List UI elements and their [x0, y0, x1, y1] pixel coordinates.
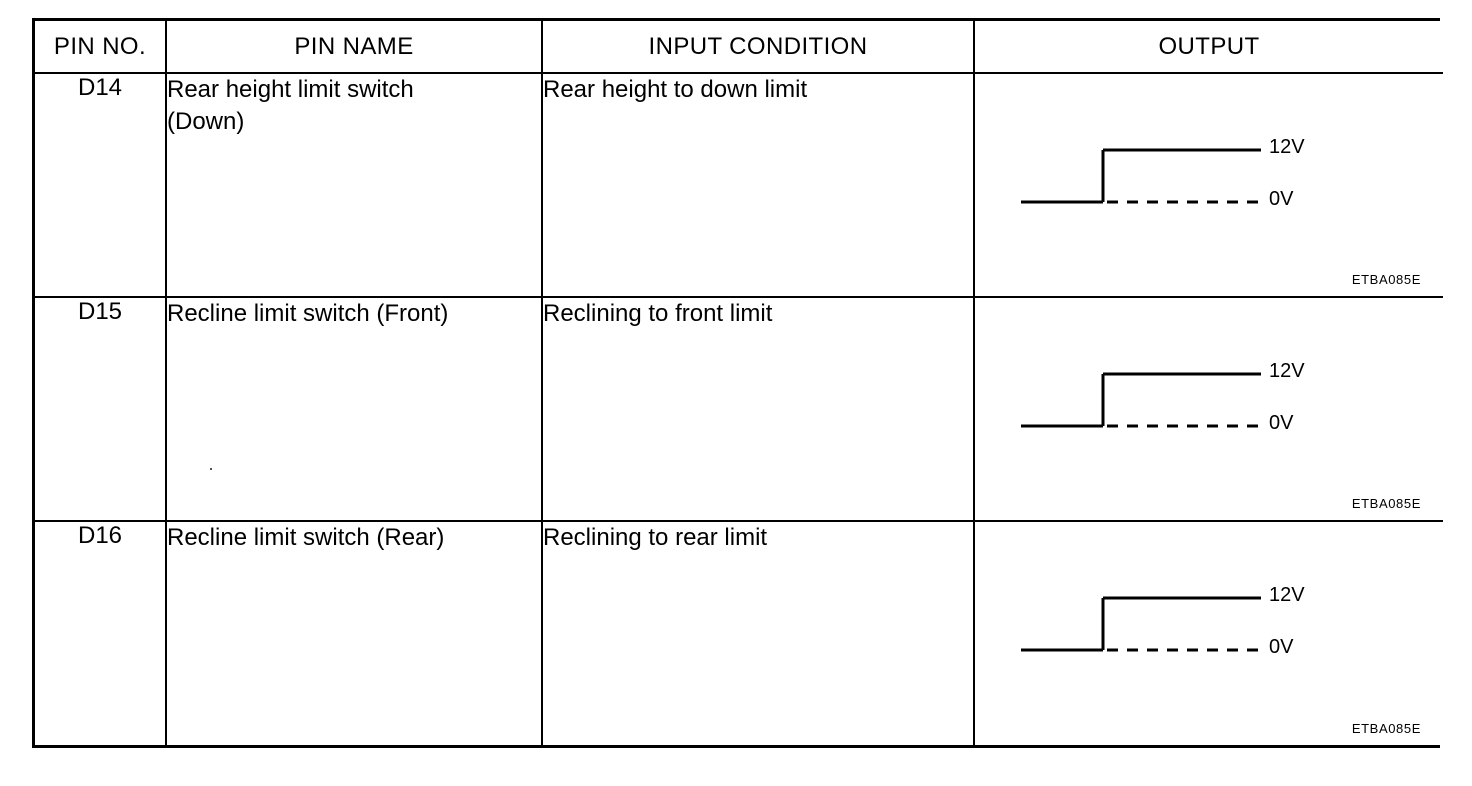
- output-waveform-diagram: 12V 0V: [1007, 344, 1397, 454]
- cell-input-condition: Reclining to rear limit: [541, 520, 975, 745]
- table-row: D14 Rear height limit switch (Down) Rear…: [35, 72, 1443, 298]
- output-waveform-diagram: 12V 0V: [1007, 568, 1397, 678]
- cell-pin-name: Rear height limit switch (Down): [165, 72, 543, 298]
- cell-output: 12V 0V ETBA085E: [973, 72, 1443, 298]
- pin-name-line-1: Rear height limit switch: [167, 76, 414, 103]
- figure-code-label: ETBA085E: [1351, 272, 1421, 287]
- waveform-high-label: 12V: [1269, 584, 1305, 606]
- cell-input-condition: Reclining to front limit: [541, 296, 975, 522]
- column-header-output: OUTPUT: [973, 21, 1443, 74]
- waveform-high-label: 12V: [1269, 360, 1305, 382]
- cell-input-condition: Rear height to down limit: [541, 72, 975, 298]
- waveform-high-label: 12V: [1269, 136, 1305, 158]
- cell-pin-name: Recline limit switch (Rear): [165, 520, 543, 745]
- waveform-low-label: 0V: [1269, 412, 1294, 434]
- pin-name-line-1: Recline limit switch (Rear): [167, 524, 445, 551]
- column-header-pin-no: PIN NO.: [35, 21, 167, 74]
- column-header-pin-name: PIN NAME: [165, 21, 543, 74]
- waveform-low-label: 0V: [1269, 188, 1294, 210]
- pin-signal-table: PIN NO. PIN NAME INPUT CONDITION OUTPUT …: [32, 18, 1443, 748]
- cell-pin-no: D15: [35, 296, 167, 522]
- cell-pin-name: Recline limit switch (Front): [165, 296, 543, 522]
- table-row: D16 Recline limit switch (Rear) Reclinin…: [35, 520, 1443, 745]
- pin-name-line-2: (Down): [167, 108, 245, 136]
- cell-pin-no: D16: [35, 520, 167, 745]
- figure-code-label: ETBA085E: [1351, 496, 1421, 511]
- table-header-row: PIN NO. PIN NAME INPUT CONDITION OUTPUT: [35, 21, 1443, 74]
- output-waveform-diagram: 12V 0V: [1007, 120, 1397, 230]
- scan-artifact-speck: [210, 468, 212, 470]
- cell-output: 12V 0V ETBA085E: [973, 296, 1443, 522]
- figure-code-label: ETBA085E: [1351, 721, 1421, 736]
- cell-output: 12V 0V ETBA085E: [973, 520, 1443, 745]
- cell-pin-no: D14: [35, 72, 167, 298]
- column-header-input-condition: INPUT CONDITION: [541, 21, 975, 74]
- pin-name-line-1: Recline limit switch (Front): [167, 300, 449, 327]
- pin-signal-table-grid: PIN NO. PIN NAME INPUT CONDITION OUTPUT …: [35, 21, 1443, 745]
- waveform-low-label: 0V: [1269, 636, 1294, 658]
- table-row: D15 Recline limit switch (Front) Reclini…: [35, 296, 1443, 522]
